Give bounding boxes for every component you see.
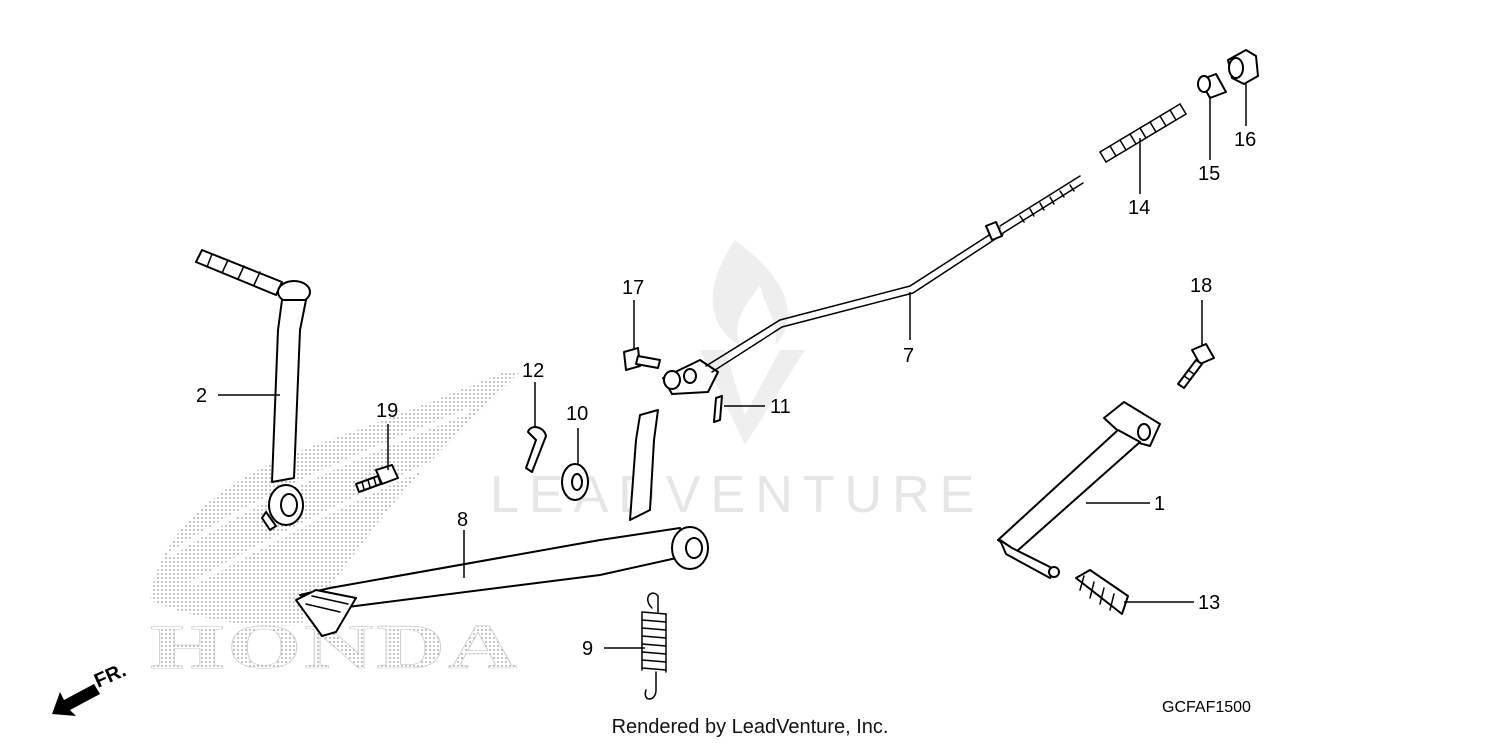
footer-credit: Rendered by LeadVenture, Inc. [611,716,889,738]
callout-2: 2 [196,385,207,407]
honda-wing-logo [150,372,520,626]
spring-9 [641,592,667,700]
joint-15 [1197,73,1227,99]
callout-18: 18 [1190,275,1212,297]
brake-rod-7 [662,175,1084,395]
front-label: FR. [91,659,129,692]
nut-16 [1227,49,1259,85]
pedal-rubber-13 [1075,569,1129,615]
spring-14 [1099,103,1187,163]
callout-11: 11 [770,396,791,418]
clip-11 [713,395,723,423]
callout-7: 7 [903,345,914,367]
brake-pedal-8 [295,409,709,637]
callout-8: 8 [457,509,468,531]
callout-13: 13 [1198,592,1220,614]
bolt-18 [1177,343,1215,389]
callout-10: 10 [566,403,588,425]
callout-19: 19 [376,400,398,422]
leader-lines [218,82,1247,649]
leadventure-watermark-icon [700,240,805,445]
callout-14: 14 [1128,197,1150,219]
washer-10 [561,463,589,501]
front-arrow-icon [52,684,100,716]
kick-starter-arm [195,249,311,531]
callout-16: 16 [1234,129,1256,151]
shift-pedal-1 [997,401,1161,579]
diagram-code: GCFAF1500 [1162,699,1251,716]
bolt-19 [355,464,399,493]
callout-12: 12 [522,360,544,382]
bolt-17 [623,347,661,371]
callout-9: 9 [582,638,593,660]
callout-15: 15 [1198,163,1220,185]
callout-17: 17 [622,277,644,299]
cotter-pin-12 [525,426,547,473]
callout-1: 1 [1154,493,1165,515]
